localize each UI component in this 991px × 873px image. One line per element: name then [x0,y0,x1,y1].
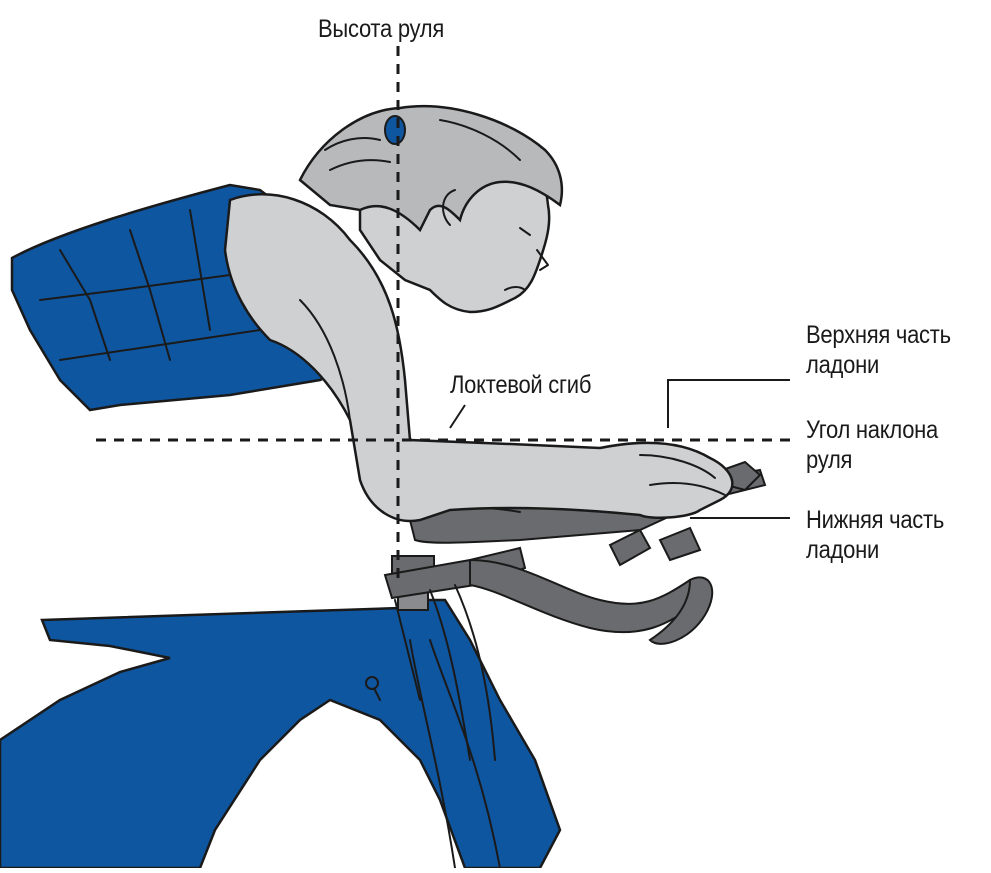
label-handlebar-angle: Угол наклона руля [806,415,938,475]
label-line-1: Нижняя часть [806,505,944,535]
leader-upper-palm [668,380,790,428]
label-line-2: руля [806,445,938,475]
label-elbow-bend: Локтевой сгиб [450,370,591,400]
label-upper-palm: Верхняя часть ладони [806,320,951,380]
label-text: Высота руля [318,14,444,44]
label-handlebar-height: Высота руля [318,14,444,44]
leader-elbow [450,405,465,428]
label-lower-palm: Нижняя часть ладони [806,505,944,565]
label-line-2: ладони [806,535,944,565]
label-line-2: ладони [806,350,951,380]
label-line-1: Верхняя часть [806,320,951,350]
label-line-1: Угол наклона [806,415,938,445]
label-text: Локтевой сгиб [450,370,591,400]
